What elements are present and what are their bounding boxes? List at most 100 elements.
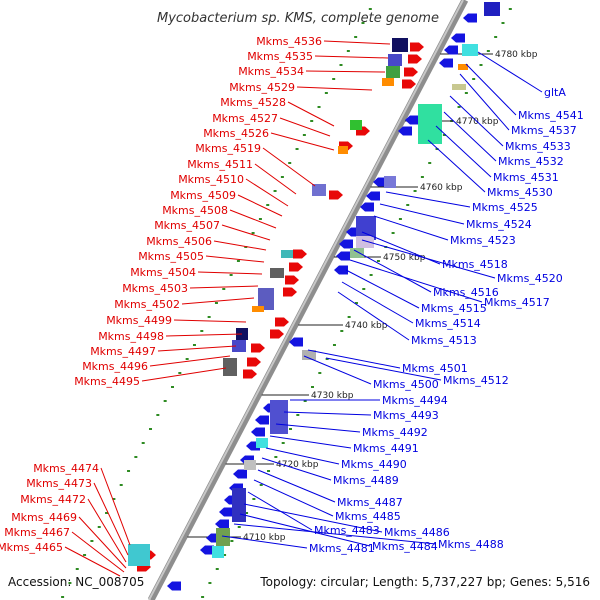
reverse-gene-label[interactable]: Mkms_4487 <box>337 496 403 509</box>
gene-blocks <box>128 2 500 591</box>
dot-mark <box>281 442 285 444</box>
reverse-gene-label[interactable]: Mkms_4518 <box>442 258 508 271</box>
reverse-gene-label[interactable]: Mkms_4483 <box>314 524 380 537</box>
kbp-label: 4710 kbp <box>243 533 286 543</box>
reverse-gene-label[interactable]: Mkms_4523 <box>450 234 516 247</box>
dot-mark <box>339 64 343 66</box>
reverse-leader-line <box>373 215 449 241</box>
forward-gene-label[interactable]: Mkms_4474 <box>33 462 99 475</box>
forward-gene-label[interactable]: Mkms_4506 <box>146 235 212 248</box>
forward-gene-label[interactable]: Mkms_4465 <box>0 541 63 554</box>
forward-gene-label[interactable]: Mkms_4508 <box>162 204 228 217</box>
reverse-leader-line <box>253 479 334 517</box>
reverse-gene-label[interactable]: Mkms_4501 <box>402 362 468 375</box>
dot-mark <box>391 232 395 234</box>
forward-gene-label[interactable]: Mkms_4469 <box>11 511 77 524</box>
forward-gene-label[interactable]: Mkms_4507 <box>154 219 220 232</box>
forward-gene-label[interactable]: Mkms_4497 <box>90 345 156 358</box>
dot-mark <box>332 344 336 346</box>
forward-gene-arrow <box>275 317 289 327</box>
reverse-gene-label[interactable]: Mkms_4492 <box>362 426 428 439</box>
reverse-leader-line <box>349 259 483 303</box>
reverse-gene-label[interactable]: Mkms_4490 <box>341 458 407 471</box>
dot-mark <box>361 22 365 24</box>
forward-leader-line <box>229 209 277 229</box>
forward-gene-label[interactable]: Mkms_4535 <box>247 50 313 63</box>
reverse-gene-label[interactable]: Mkms_4515 <box>421 302 487 315</box>
dot-mark <box>251 232 255 234</box>
reverse-leader-line <box>435 125 492 178</box>
forward-gene-label[interactable]: Mkms_4534 <box>238 65 304 78</box>
feature-block <box>212 546 224 558</box>
forward-gene-arrow <box>270 329 284 339</box>
reverse-gene-label[interactable]: Mkms_4517 <box>484 296 550 309</box>
reverse-gene-arrow <box>360 202 374 212</box>
reverse-gene-arrow <box>255 415 269 425</box>
reverse-gene-label[interactable]: Mkms_4531 <box>493 171 559 184</box>
dot-mark <box>420 176 424 178</box>
reverse-gene-arrow <box>219 507 233 517</box>
reverse-gene-label[interactable]: Mkms_4494 <box>382 394 448 407</box>
forward-gene-label[interactable]: Mkms_4511 <box>187 158 253 171</box>
forward-gene-label[interactable]: Mkms_4527 <box>212 112 278 125</box>
forward-gene-label[interactable]: Mkms_4499 <box>106 314 172 327</box>
dot-mark <box>245 512 249 514</box>
forward-gene-label[interactable]: Mkms_4504 <box>130 266 196 279</box>
dot-mark <box>207 316 211 318</box>
forward-gene-label[interactable]: Mkms_4502 <box>114 298 180 311</box>
reverse-gene-label[interactable]: Mkms_4486 <box>384 526 450 539</box>
reverse-leader-line <box>243 503 383 533</box>
reverse-gene-arrow <box>233 469 247 479</box>
dot-mark <box>75 568 79 570</box>
reverse-gene-label[interactable]: Mkms_4485 <box>335 510 401 523</box>
reverse-gene-label[interactable]: Mkms_4491 <box>353 442 419 455</box>
forward-leader-line <box>157 345 237 352</box>
forward-gene-label[interactable]: Mkms_4519 <box>195 142 261 155</box>
forward-leader-line <box>287 101 335 127</box>
reverse-gene-label[interactable]: Mkms_4520 <box>497 272 563 285</box>
forward-gene-label[interactable]: Mkms_4467 <box>4 526 70 539</box>
forward-gene-label[interactable]: Mkms_4536 <box>256 35 322 48</box>
forward-gene-label[interactable]: Mkms_4472 <box>20 493 86 506</box>
reverse-gene-label[interactable]: Mkms_4481 <box>309 542 375 555</box>
forward-gene-label[interactable]: Mkms_4496 <box>82 360 148 373</box>
forward-gene-label[interactable]: Mkms_4529 <box>229 81 295 94</box>
reverse-gene-label[interactable]: Mkms_4512 <box>443 374 509 387</box>
reverse-gene-label[interactable]: Mkms_4524 <box>466 218 532 231</box>
forward-gene-label[interactable]: Mkms_4509 <box>170 189 236 202</box>
reverse-gene-label[interactable]: Mkms_4500 <box>373 378 439 391</box>
forward-gene-label[interactable]: Mkms_4505 <box>138 250 204 263</box>
forward-gene-label[interactable]: Mkms_4498 <box>98 330 164 343</box>
reverse-gene-label[interactable]: gltA <box>544 86 566 99</box>
dot-mark <box>267 470 271 472</box>
forward-leader-line <box>87 498 127 563</box>
dot-mark <box>435 148 439 150</box>
forward-gene-label[interactable]: Mkms_4495 <box>74 375 140 388</box>
reverse-leader-line <box>353 249 432 293</box>
reverse-gene-label[interactable]: Mkms_4493 <box>373 409 439 422</box>
forward-leader-line <box>189 285 259 289</box>
feature-block <box>458 64 468 70</box>
forward-gene-label[interactable]: Mkms_4510 <box>178 173 244 186</box>
reverse-gene-label[interactable]: Mkms_4484 <box>372 540 438 553</box>
forward-gene-label[interactable]: Mkms_4526 <box>203 127 269 140</box>
forward-gene-label[interactable]: Mkms_4503 <box>122 282 188 295</box>
reverse-gene-label[interactable]: Mkms_4541 <box>518 109 584 122</box>
dot-mark <box>141 442 145 444</box>
reverse-gene-label[interactable]: Mkms_4532 <box>498 155 564 168</box>
reverse-gene-label[interactable]: Mkms_4488 <box>438 538 504 551</box>
feature-block <box>384 176 396 188</box>
reverse-gene-label[interactable]: Mkms_4533 <box>505 140 571 153</box>
reverse-gene-label[interactable]: Mkms_4525 <box>472 201 538 214</box>
reverse-gene-label[interactable]: Mkms_4516 <box>433 286 499 299</box>
dot-mark <box>354 302 358 304</box>
forward-gene-label[interactable]: Mkms_4473 <box>26 477 92 490</box>
reverse-gene-label[interactable]: Mkms_4513 <box>411 334 477 347</box>
reverse-gene-label[interactable]: Mkms_4530 <box>487 186 553 199</box>
dot-mark <box>236 260 240 262</box>
reverse-gene-label[interactable]: Mkms_4489 <box>333 474 399 487</box>
dot-mark <box>354 36 358 38</box>
reverse-gene-label[interactable]: Mkms_4537 <box>511 124 577 137</box>
reverse-gene-label[interactable]: Mkms_4514 <box>415 317 481 330</box>
forward-gene-label[interactable]: Mkms_4528 <box>220 96 286 109</box>
